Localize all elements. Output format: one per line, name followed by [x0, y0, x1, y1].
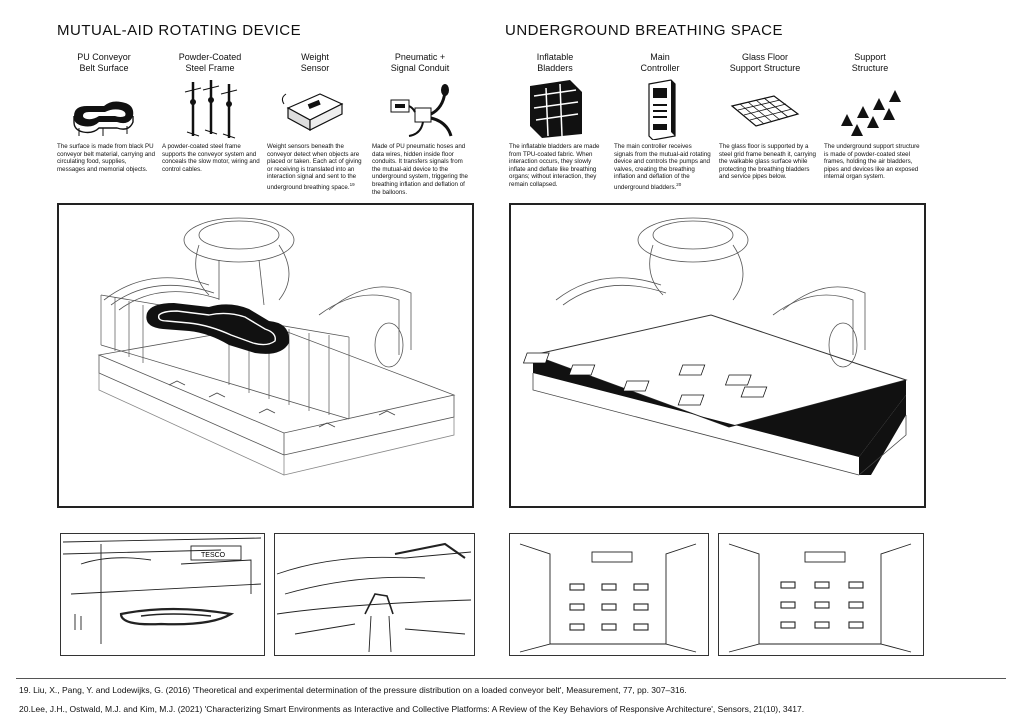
sketch-sign: TESCO	[201, 552, 226, 559]
underground-space-drawing	[522, 217, 908, 476]
left-section-title: MUTUAL-AID ROTATING DEVICE	[57, 22, 302, 39]
component-description: The underground support structure is mad…	[824, 143, 920, 181]
underground-space-axonometric	[509, 203, 926, 508]
component-label: Pneumatic +Signal Conduit	[390, 52, 450, 73]
footnote-20: 20.Lee, J.H., Ostwald, M.J. and Kim, M.J…	[19, 704, 805, 714]
sketch-panel-4	[718, 533, 924, 656]
support-structure-icon	[841, 90, 901, 136]
rotating-device-axonometric	[57, 203, 474, 508]
sketch-panel-2	[274, 533, 475, 656]
sketch-panel-1: TESCO	[60, 533, 265, 656]
steel-frame-icon	[184, 80, 238, 139]
pneumatic-conduit-icon	[390, 84, 453, 137]
sketch-drawing	[728, 543, 912, 653]
sketch-drawing	[519, 543, 697, 653]
component-description: Made of PU pneumatic hoses and data wire…	[372, 143, 468, 196]
component-description: The surface is made from black PU convey…	[57, 143, 156, 173]
sketch-drawing	[276, 542, 472, 653]
component-description: A powder-coated steel frame supports the…	[162, 143, 260, 173]
weight-sensor-icon	[281, 93, 344, 132]
component-description: The main controller receives signals fro…	[614, 143, 711, 192]
footnote-divider	[16, 678, 1006, 679]
right-section-title: UNDERGROUND BREATHING SPACE	[505, 22, 783, 39]
component-description: Weight sensors beneath the conveyor dete…	[267, 143, 362, 192]
component-description: The inflatable bladders are made from TP…	[509, 143, 600, 188]
sketch-drawing: TESCO	[62, 537, 262, 644]
footnote-19: 19. Liu, X., Pang, Y. and Lodewijks, G. …	[19, 685, 687, 695]
sketch-panel-3	[509, 533, 709, 656]
component-description: The glass floor is supported by a steel …	[719, 143, 816, 181]
inflatable-bladder-icon	[530, 80, 582, 138]
component-pneumatic-conduit: Pneumatic +Signal Conduit	[370, 50, 470, 140]
controller-icon	[648, 79, 676, 140]
rotating-device-drawing	[97, 217, 456, 476]
glass-floor-grid-icon	[730, 95, 800, 127]
conveyor-belt-icon	[73, 101, 134, 136]
